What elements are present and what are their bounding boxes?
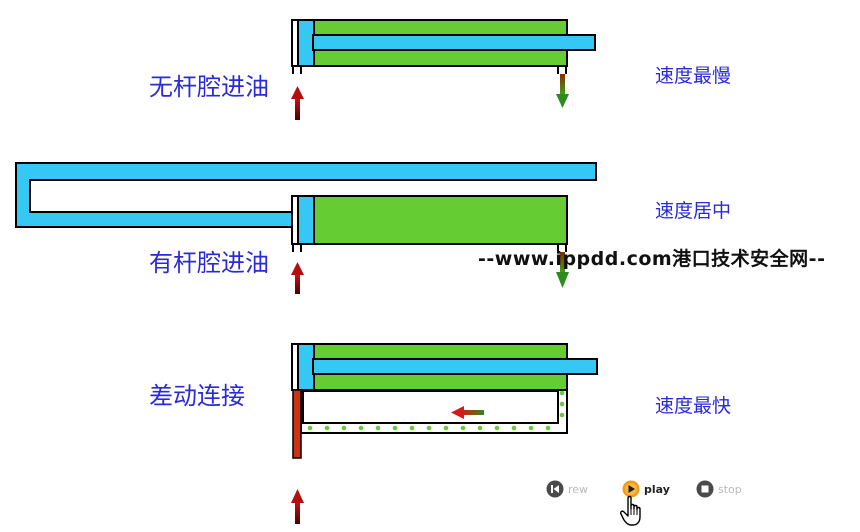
cylinder-3-flow-dots — [307, 390, 565, 431]
stop-icon — [696, 480, 714, 498]
stop-button[interactable]: stop — [696, 480, 742, 498]
cylinder-3-rod — [312, 358, 598, 375]
cylinder-1-outlet-arrow — [556, 74, 569, 108]
play-label: play — [644, 482, 670, 496]
label-speed-fastest: 速度最快 — [655, 395, 732, 417]
cylinder-2-end-wall — [291, 195, 299, 245]
hand-cursor-icon — [620, 495, 641, 526]
rewind-label: rew — [568, 482, 589, 496]
cylinder-2-inlet-arrow — [291, 262, 304, 294]
rewind-button[interactable]: rew — [546, 480, 588, 498]
cylinder-1-rod — [312, 34, 596, 51]
label-rodless-chamber-inlet: 无杆腔进油 — [149, 73, 269, 101]
cylinder-3-feed-line — [292, 389, 302, 459]
cylinder-1-inlet-port — [292, 66, 302, 74]
stop-label: stop — [718, 482, 742, 496]
cylinder-3-flow-arrow — [451, 406, 484, 419]
cylinder-1-end-wall — [291, 19, 299, 67]
label-speed-medium: 速度居中 — [655, 200, 732, 222]
cylinder-1-outlet-port — [557, 66, 567, 74]
cylinder-3-inlet-arrow — [291, 489, 304, 524]
cylinder-1-inlet-arrow — [291, 86, 304, 120]
cylinder-3-piston — [296, 343, 315, 391]
play-button[interactable]: play — [622, 480, 670, 498]
label-speed-slowest: 速度最慢 — [655, 65, 732, 87]
cylinder-2-chamber — [312, 195, 568, 245]
cylinder-2-inlet-port — [292, 244, 302, 252]
play-icon — [622, 480, 640, 498]
cylinder-1-piston — [296, 19, 315, 67]
cylinder-3-return-inner — [302, 390, 559, 424]
cylinder-2 — [15, 162, 597, 294]
cylinder-3 — [291, 343, 598, 524]
label-differential-connection: 差动连接 — [149, 382, 245, 410]
site-watermark: --www.ippdd.com港口技术安全网-- — [478, 248, 826, 270]
cylinder-2-outlet-port — [557, 244, 567, 252]
rewind-icon — [546, 480, 564, 498]
cylinder-2-outlet-arrow — [556, 252, 569, 288]
cylinder-1 — [291, 19, 596, 120]
label-rod-chamber-inlet: 有杆腔进油 — [149, 249, 269, 277]
cylinder-2-piston — [296, 195, 315, 245]
cylinder-3-end-wall — [291, 343, 299, 391]
